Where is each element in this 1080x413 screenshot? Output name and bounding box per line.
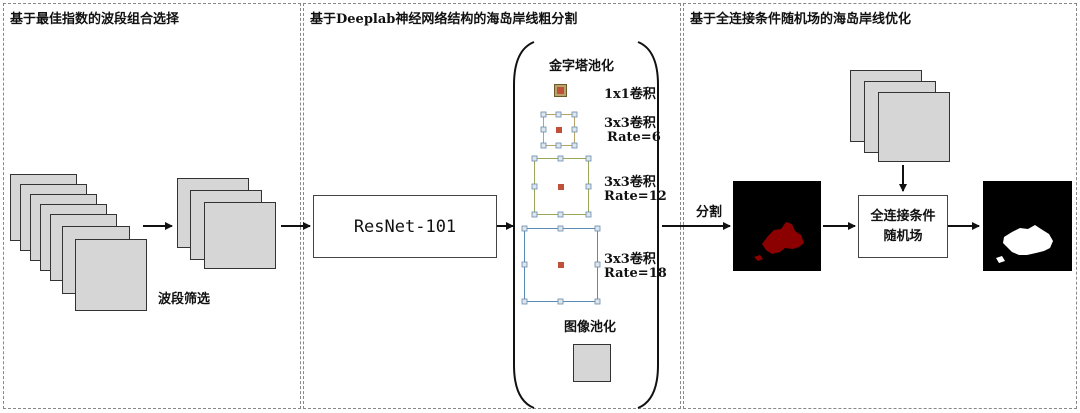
panel-title-crf: 基于全连接条件随机场的海岛岸线优化 bbox=[690, 12, 912, 27]
band-filter-label: 波段筛选 bbox=[158, 292, 211, 307]
conv-rate12-label: 3x3卷积 bbox=[604, 175, 656, 190]
band-layer bbox=[75, 239, 147, 311]
aspp-left-bracket bbox=[513, 41, 535, 409]
refined-mask-islet bbox=[996, 256, 1005, 263]
conv-rate18-rate: Rate=18 bbox=[604, 266, 667, 281]
conv-1x1-kernel bbox=[554, 84, 567, 97]
rate12-markers bbox=[531, 155, 592, 218]
rate6-markers bbox=[540, 111, 578, 149]
conv-rate12-rate: Rate=12 bbox=[604, 189, 667, 204]
rate18-markers bbox=[521, 225, 601, 305]
pool-label: 图像池化 bbox=[564, 320, 617, 335]
panel-band-selection: 基于最佳指数的波段组合选择 bbox=[3, 3, 301, 409]
seg-mask-islet bbox=[754, 255, 763, 261]
crf-label-line2: 随机场 bbox=[883, 228, 923, 244]
panel-title-band-selection: 基于最佳指数的波段组合选择 bbox=[10, 12, 180, 27]
seg-mask-image bbox=[733, 181, 821, 271]
conv-rate6-label: 3x3卷积 bbox=[604, 116, 656, 131]
rate18-center bbox=[558, 262, 564, 268]
refined-mask-island bbox=[1003, 225, 1053, 255]
aspp-title: 金字塔池化 bbox=[549, 59, 615, 74]
crf-box: 全连接条件 随机场 bbox=[858, 195, 948, 258]
rate12-center bbox=[558, 184, 564, 190]
seg-label: 分割 bbox=[696, 205, 723, 220]
crf-label-line1: 全连接条件 bbox=[870, 208, 936, 224]
aspp-right-bracket bbox=[637, 41, 659, 409]
rate6-center bbox=[556, 127, 562, 133]
panel-deeplab-segmentation: 基于Deeplab神经网络结构的海岛岸线粗分割 bbox=[303, 3, 681, 409]
refined-mask-image bbox=[983, 181, 1072, 271]
conv-rate18-label: 3x3卷积 bbox=[604, 252, 656, 267]
band-layer bbox=[204, 202, 276, 269]
pool-square bbox=[573, 344, 611, 382]
resnet-box: ResNet-101 bbox=[313, 195, 497, 258]
seg-mask-island bbox=[762, 222, 804, 254]
crf-input-layer bbox=[878, 92, 950, 162]
conv-1x1-label: 1x1卷积 bbox=[604, 87, 656, 102]
conv-rate6-rate: Rate=6 bbox=[607, 130, 661, 145]
panel-title-deeplab: 基于Deeplab神经网络结构的海岛岸线粗分割 bbox=[310, 12, 578, 27]
panel-crf-optimization: 基于全连接条件随机场的海岛岸线优化 bbox=[683, 3, 1077, 409]
